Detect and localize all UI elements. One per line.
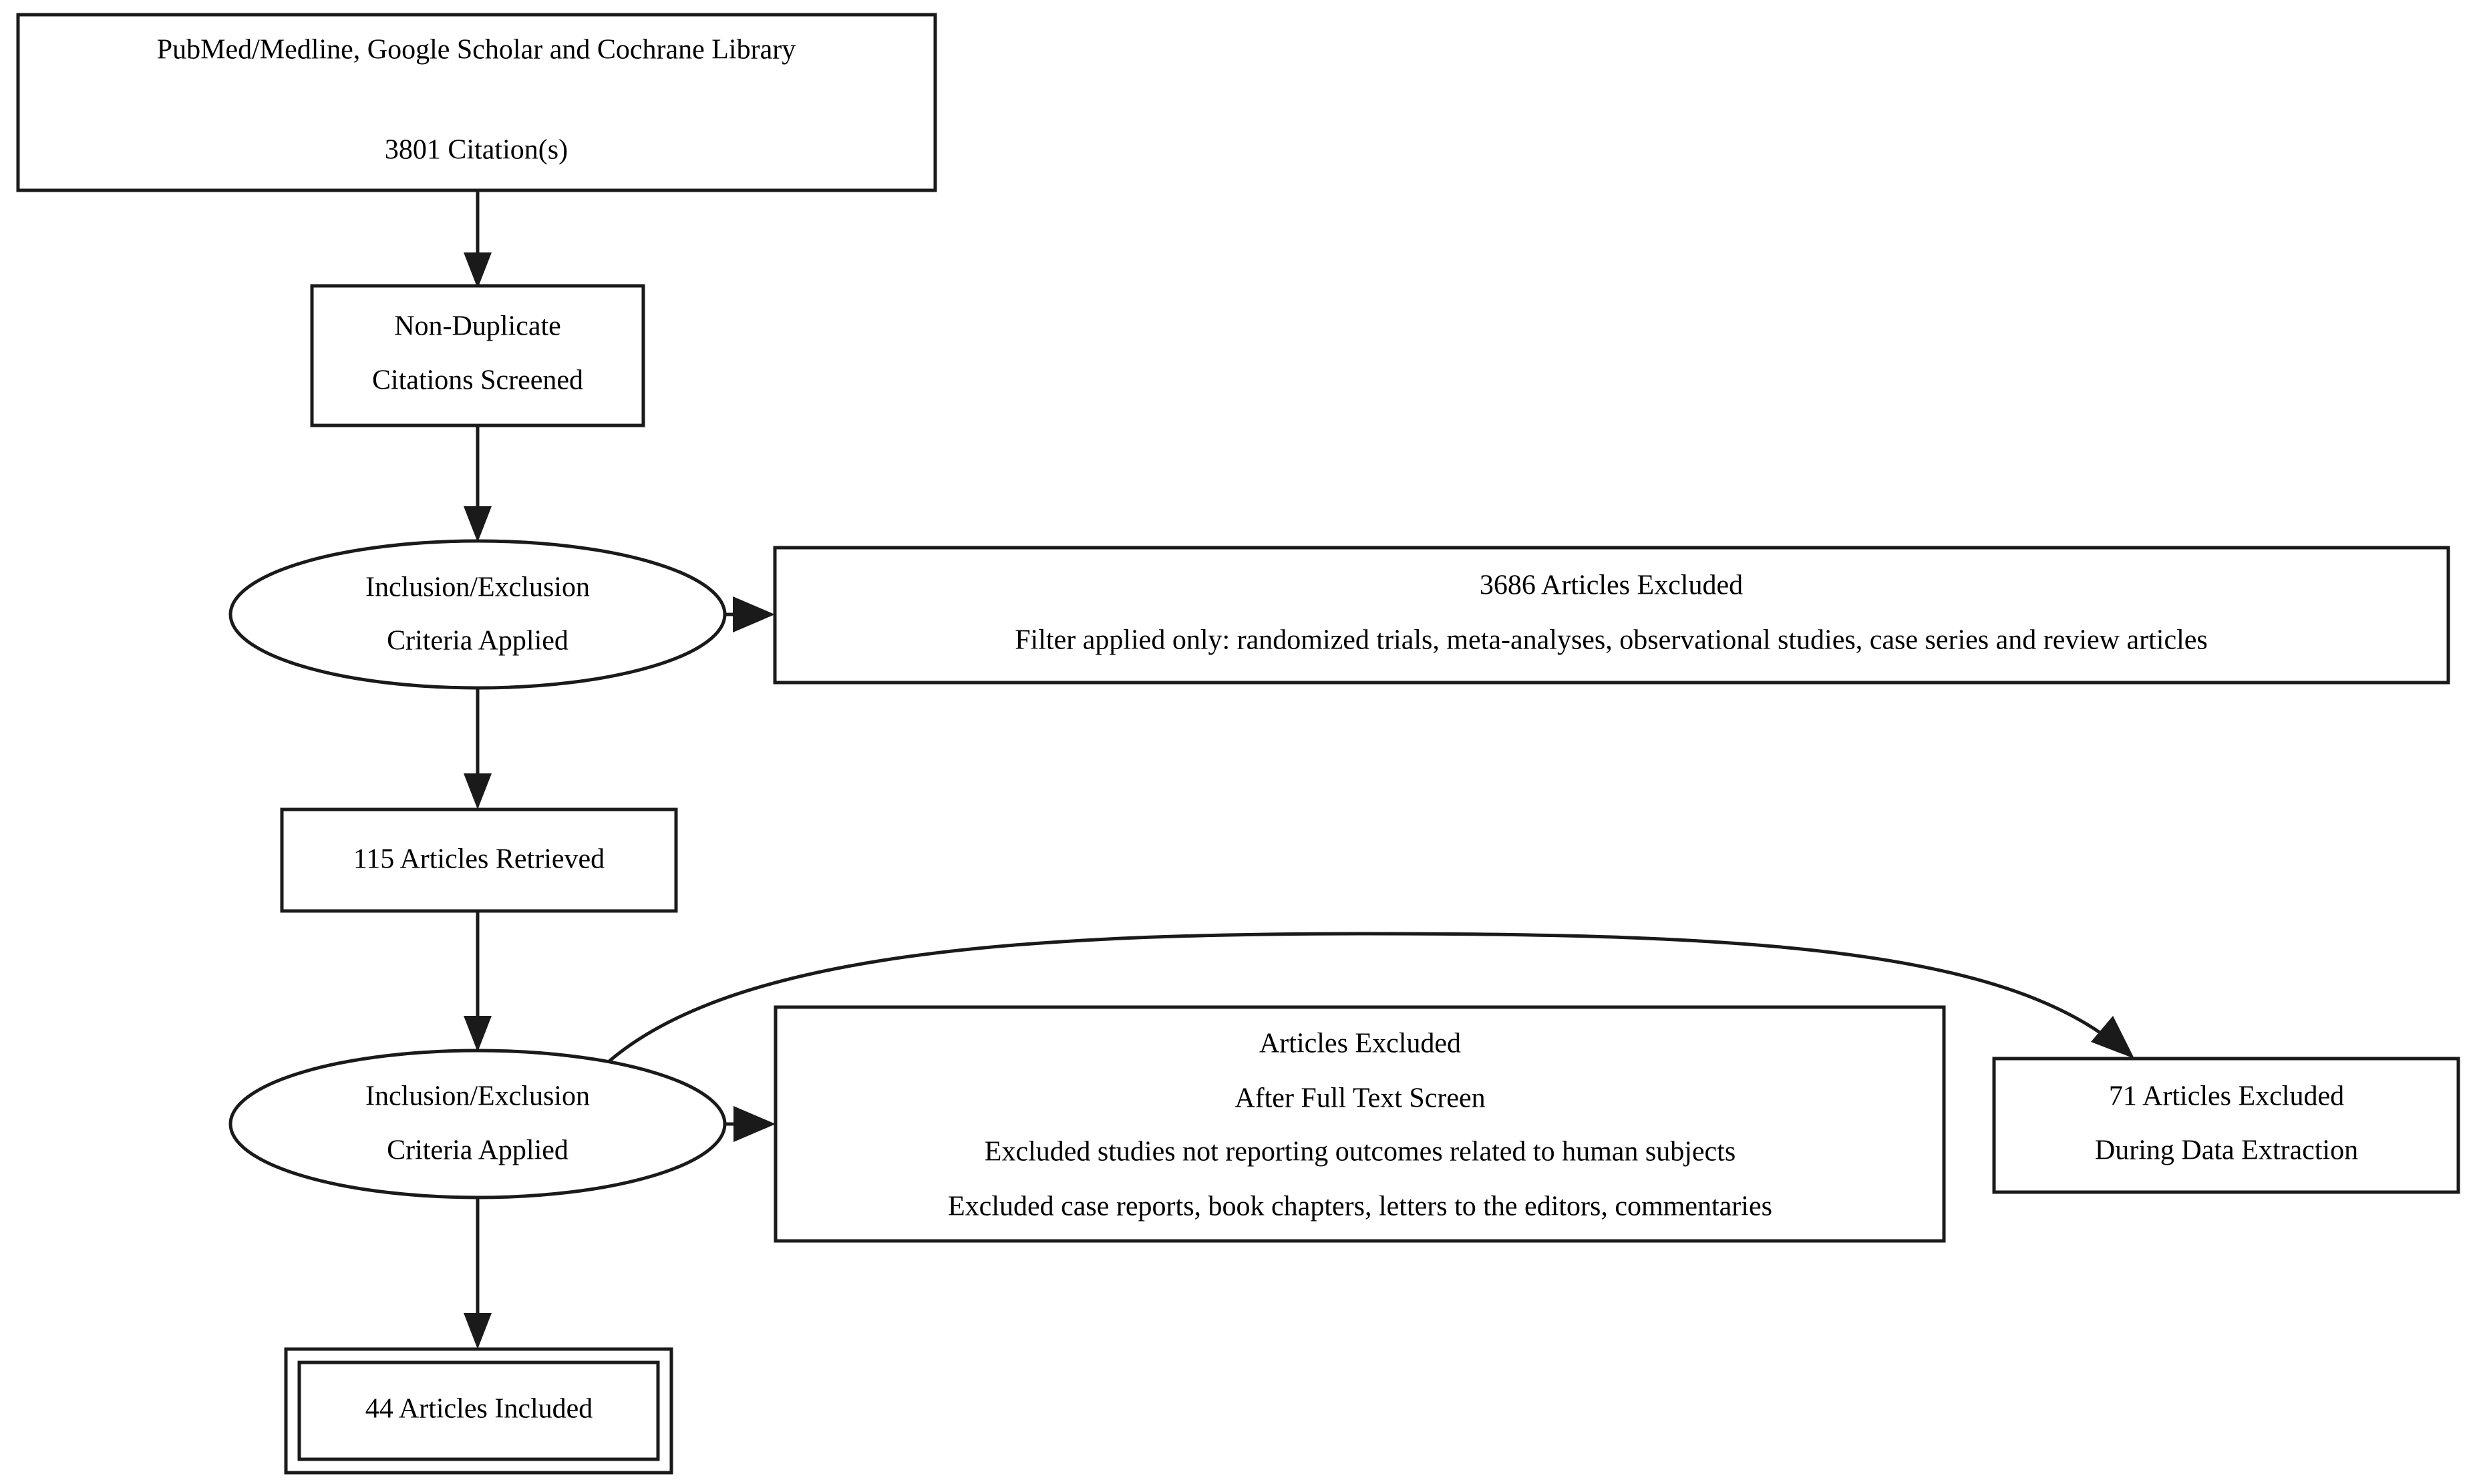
edge-screened-to-criteria1 [464,427,492,542]
node-criteria1-ellipse[interactable] [228,539,727,690]
edge-criteria2-to-excludedfulltext [725,1106,776,1142]
node-excludedfulltext-line1: Articles Excluded [1259,1029,1461,1059]
node-retrieved115-line1: 115 Articles Retrieved [353,844,605,875]
node-criteria2-line2: Criteria Applied [387,1135,568,1166]
node-excluded71-box[interactable] [1992,1057,2460,1194]
node-screened-line1: Non-Duplicate [394,311,561,342]
edge-sources-to-screened [464,192,492,289]
edge-criteria1-to-excluded3686 [725,596,775,632]
node-criteria1-line1: Inclusion/Exclusion [365,572,590,603]
node-included44[interactable]: 44 Articles Included [284,1347,673,1475]
node-criteria1-line2: Criteria Applied [387,626,568,657]
node-excluded71-line1: 71 Articles Excluded [2109,1081,2344,1112]
node-sources-line1: PubMed/Medline, Google Scholar and Cochr… [157,35,796,65]
node-retrieved115[interactable]: 115 Articles Retrieved [280,807,678,913]
node-retrieved115-box[interactable] [280,807,678,913]
node-excluded3686-line1: 3686 Articles Excluded [1480,570,1743,601]
edge-criteria1-to-retrieved115 [464,689,492,809]
edge-criteria2-to-included44 [464,1198,492,1349]
node-excludedfulltext[interactable]: Articles Excluded After Full Text Screen… [774,1005,1946,1243]
node-criteria2-ellipse[interactable] [228,1049,727,1199]
node-excluded3686-box[interactable] [773,546,2450,685]
node-sources-line2: 3801 Citation(s) [385,135,568,166]
node-sources-box[interactable] [16,13,937,192]
node-excludedfulltext-line4: Excluded case reports, book chapters, le… [948,1191,1772,1222]
node-excluded71[interactable]: 71 Articles Excluded During Data Extract… [1992,1057,2460,1194]
node-criteria2[interactable]: Inclusion/Exclusion Criteria Applied [228,1049,727,1199]
node-excludedfulltext-line3: Excluded studies not reporting outcomes … [985,1137,1736,1167]
node-included44-line1: 44 Articles Included [365,1394,593,1425]
node-criteria2-line1: Inclusion/Exclusion [365,1081,590,1112]
node-excluded3686[interactable]: 3686 Articles Excluded Filter applied on… [773,546,2450,685]
node-sources[interactable]: PubMed/Medline, Google Scholar and Cochr… [16,13,937,192]
node-screened-box[interactable] [310,284,645,427]
node-screened-line2: Citations Screened [372,365,583,396]
node-criteria1[interactable]: Inclusion/Exclusion Criteria Applied [228,539,727,690]
edge-criteria2-to-excluded71 [587,932,2134,1083]
node-screened[interactable]: Non-Duplicate Citations Screened [310,284,645,427]
edge-retrieved115-to-criteria2 [464,911,492,1052]
node-excludedfulltext-line2: After Full Text Screen [1235,1083,1485,1114]
node-included44-box-outer[interactable] [284,1347,673,1475]
node-excludedfulltext-box[interactable] [774,1005,1946,1243]
node-included44-box-inner [297,1360,660,1461]
node-excluded71-line2: During Data Extraction [2095,1135,2358,1166]
node-excluded3686-line2: Filter applied only: randomized trials, … [1015,625,2208,656]
